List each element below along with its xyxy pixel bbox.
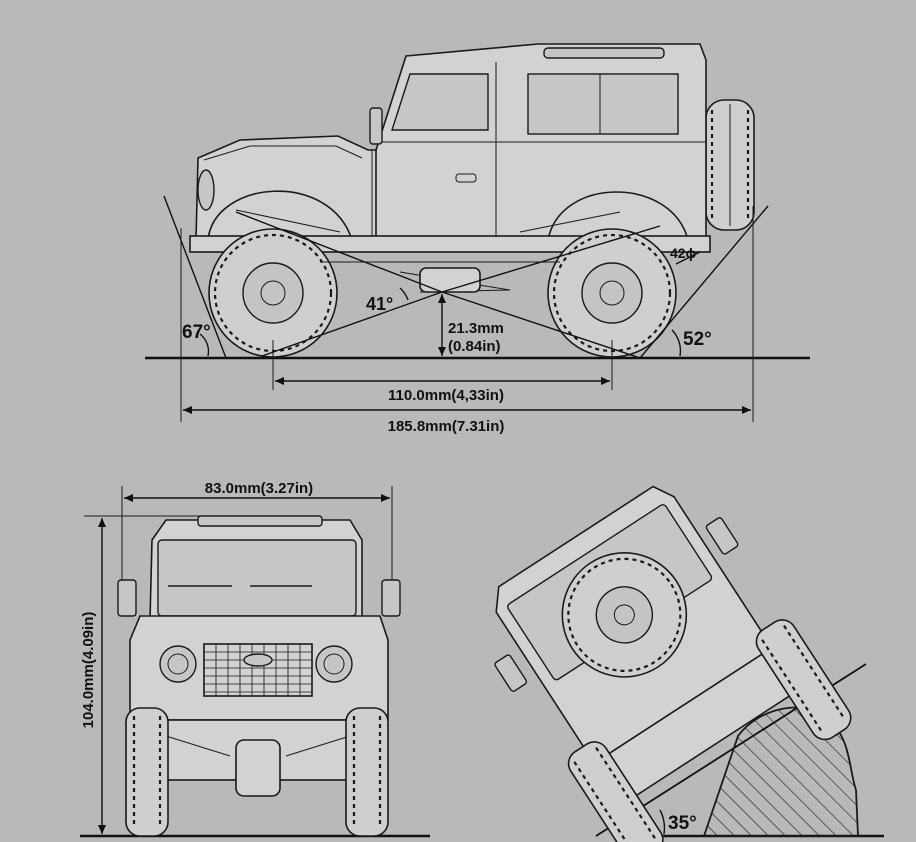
wheelbase-label: 110.0mm(4,33in) — [388, 387, 504, 404]
side-front-wheel — [208, 228, 338, 358]
height-label: 104.0mm(4.09in) — [80, 612, 97, 729]
front-view: 83.0mm(3.27in) 104.0mm(4.09in) — [80, 480, 430, 838]
approach-angle-line — [163, 195, 227, 359]
side-view: 110.0mm(4,33in) 185.8mm(7.31in) 21.3mm (… — [145, 43, 810, 435]
width-label: 83.0mm(3.27in) — [205, 480, 313, 497]
breakover-line-rear — [441, 225, 661, 293]
clearance-label-mm: 21.3mm — [448, 320, 504, 337]
approach-angle-label: 67° — [182, 322, 211, 343]
length-label: 185.8mm(7.31in) — [388, 418, 505, 435]
tilt-angle-label: 35° — [668, 813, 697, 834]
clearance-label-in: (0.84in) — [448, 338, 501, 355]
breakover-line-front — [235, 211, 443, 293]
side-spare-tire — [705, 99, 755, 231]
departure-angle-line — [639, 205, 769, 359]
breakover-angle-label: 41° — [366, 294, 393, 314]
departure-angle-label: 52° — [683, 329, 712, 350]
side-body — [189, 43, 711, 253]
side-angle-mark-label: 42ϕ — [670, 245, 696, 261]
tilted-vehicle — [494, 485, 852, 842]
tilt-view: 35° — [494, 485, 884, 842]
